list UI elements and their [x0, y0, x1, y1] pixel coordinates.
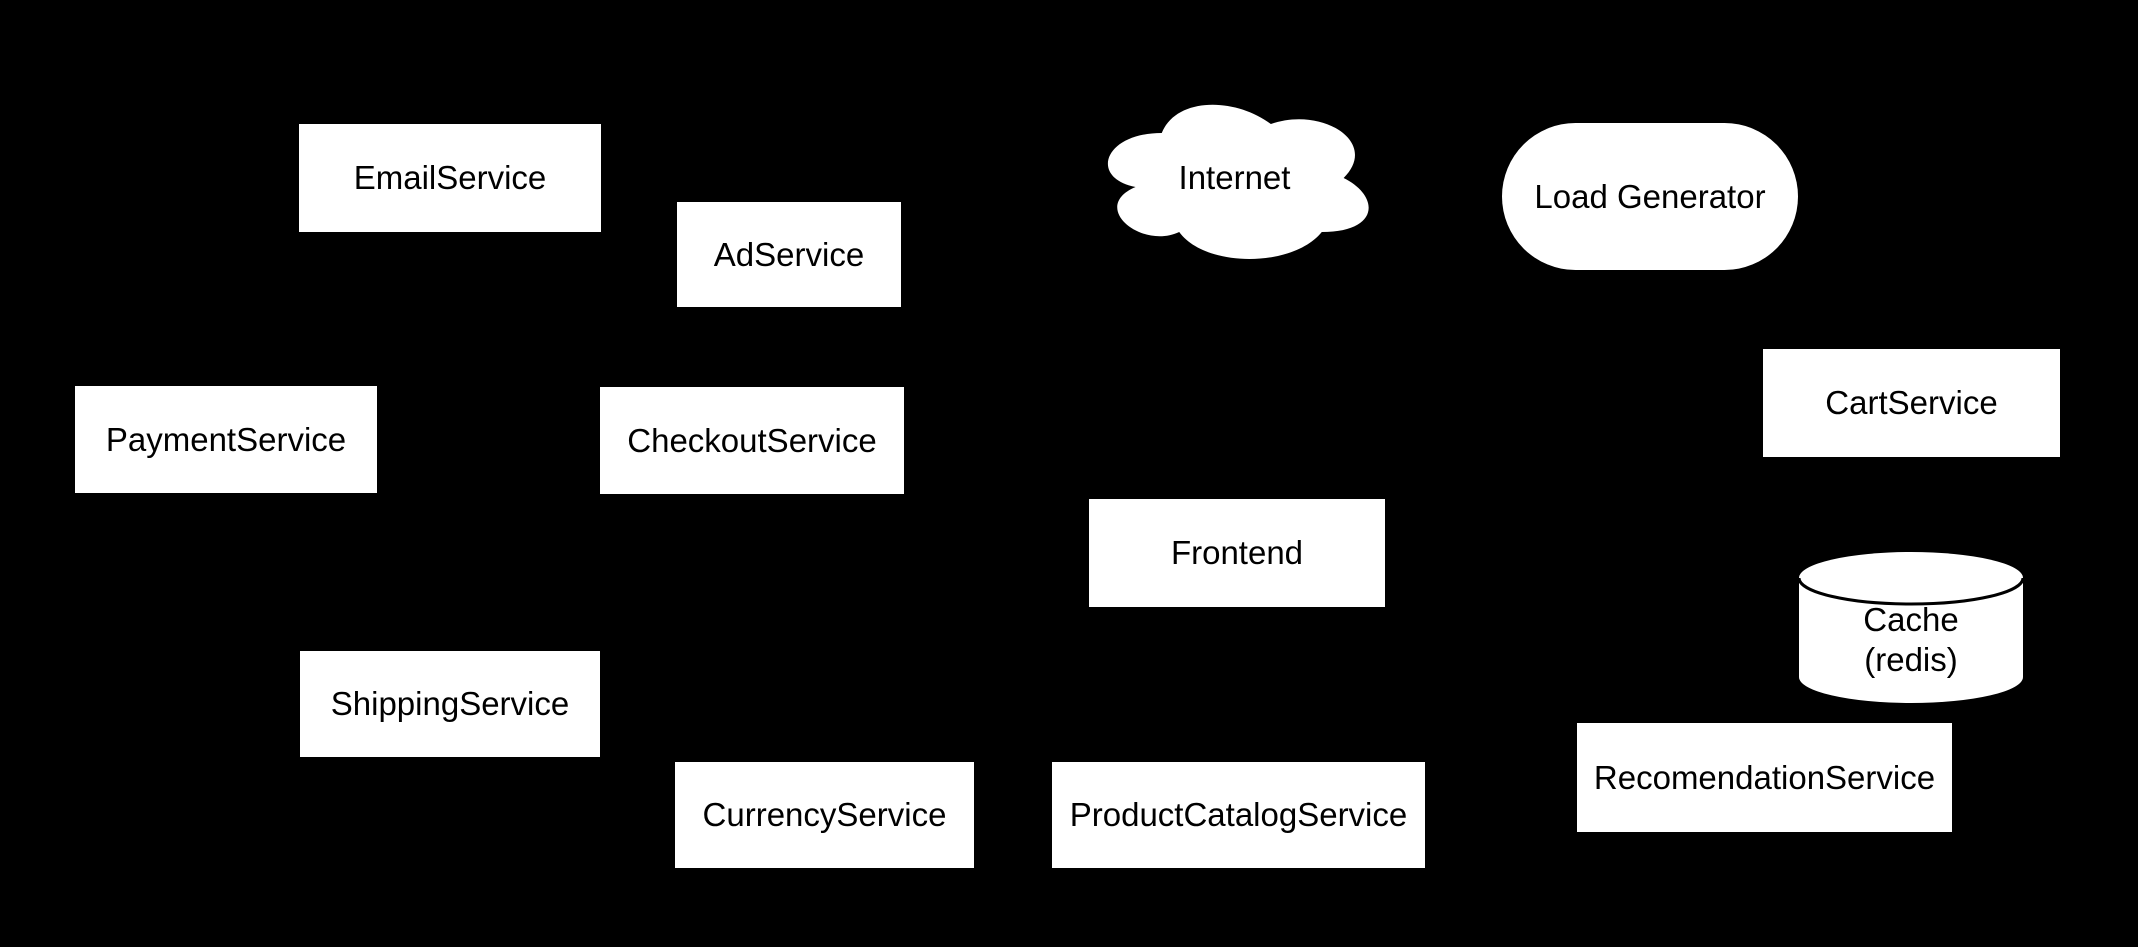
node-ad-service: AdService: [677, 202, 901, 307]
node-cart-service: CartService: [1763, 349, 2060, 457]
node-frontend-label: Frontend: [1170, 534, 1304, 571]
node-checkout-service: CheckoutService: [600, 387, 904, 494]
node-checkout-service-label: CheckoutService: [627, 421, 877, 459]
node-internet-label: Internet: [1178, 159, 1291, 196]
node-recomendation-service: RecomendationService: [1577, 723, 1952, 832]
node-cache-redis: Cache (redis): [1799, 552, 2023, 703]
node-shipping-service-label: ShippingService: [330, 685, 570, 722]
node-currency-service: CurrencyService: [675, 762, 974, 868]
node-load-generator: Load Generator: [1502, 123, 1798, 270]
node-frontend: Frontend: [1089, 499, 1385, 607]
database-cylinder-icon: [1799, 552, 2023, 703]
node-product-catalog-service: ProductCatalogService: [1052, 762, 1425, 868]
node-email-service: EmailService: [299, 124, 601, 232]
node-payment-service: PaymentService: [75, 386, 377, 493]
node-product-catalog-service-label: ProductCatalogService: [1069, 796, 1408, 833]
cloud-icon: [1107, 104, 1369, 259]
node-ad-service-label: AdService: [713, 235, 865, 273]
node-shipping-service: ShippingService: [300, 651, 600, 757]
node-payment-service-label: PaymentService: [105, 420, 347, 458]
node-load-generator-label: Load Generator: [1534, 177, 1766, 215]
node-internet: Internet: [1089, 88, 1380, 268]
node-cache-redis-label: Cache (redis): [1863, 600, 1959, 678]
node-currency-service-label: CurrencyService: [702, 796, 947, 833]
node-cart-service-label: CartService: [1825, 384, 1998, 421]
node-email-service-label: EmailService: [353, 159, 547, 196]
node-recomendation-service-label: RecomendationService: [1593, 758, 1936, 796]
